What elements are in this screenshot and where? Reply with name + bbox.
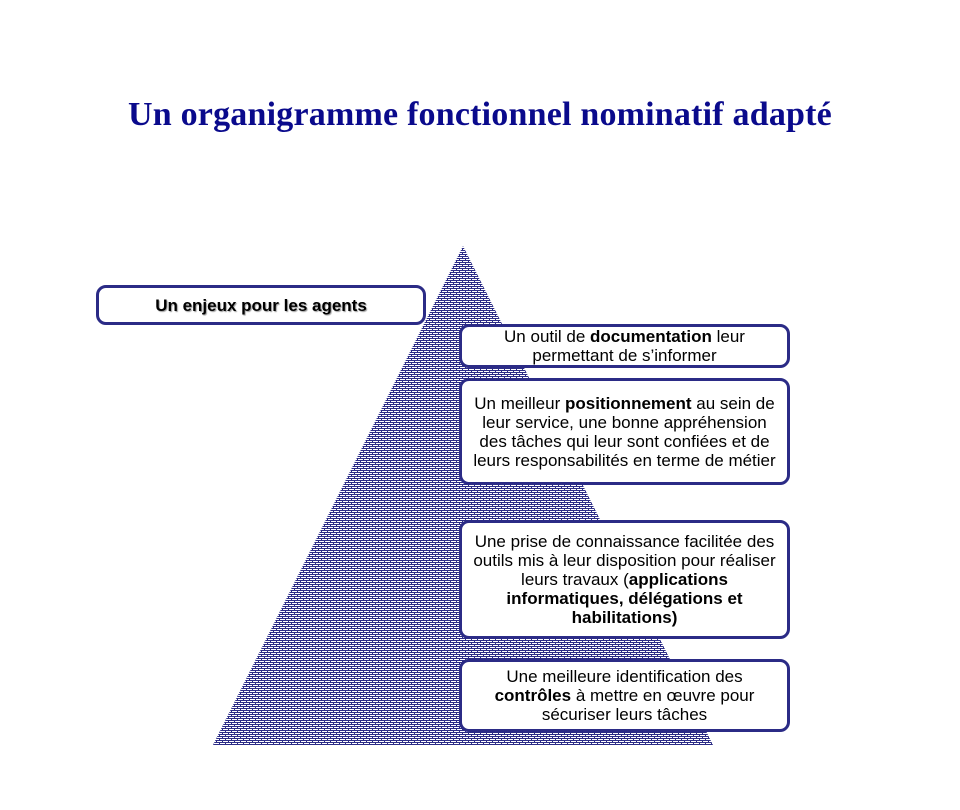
box-text: Une meilleure identification des contrôl… (468, 667, 781, 724)
box-text-bold: contrôles (494, 686, 572, 705)
page-title: Un organigramme fonctionnel nominatif ad… (128, 96, 832, 133)
info-box-outils: Une prise de connaissance facilitée des … (459, 520, 790, 639)
box-text: Une prise de connaissance facilitée des … (468, 532, 781, 627)
box-text-bold: positionnement (564, 393, 692, 413)
box-text: Un outil de documentation leur permettan… (468, 327, 781, 365)
box-text-pre: Une meilleure identification des (506, 667, 743, 686)
box-text-post: à mettre en œuvre pour sécuriser leurs t… (541, 686, 755, 724)
info-box-positionnement: Un meilleur positionnement au sein de le… (459, 378, 790, 485)
box-text-bold: applications informatiques, délégations … (506, 570, 743, 627)
box-text-post: au sein de leur service, une bonne appré… (473, 393, 776, 470)
info-box-controles: Une meilleure identification des contrôl… (459, 659, 790, 732)
box-text: Un meilleur positionnement au sein de le… (468, 394, 781, 470)
info-box-documentation: Un outil de documentation leur permettan… (459, 324, 790, 368)
box-text-bold: documentation (590, 327, 712, 346)
box-text-pre: Un outil de (504, 327, 591, 346)
header-box: Un enjeux pour les agents (96, 285, 426, 325)
box-text-post: leur permettant de s’informer (532, 327, 745, 365)
box-text-pre: Un meilleur (474, 393, 565, 413)
box-text-pre: Une prise de connaissance facilitée des … (473, 532, 776, 589)
